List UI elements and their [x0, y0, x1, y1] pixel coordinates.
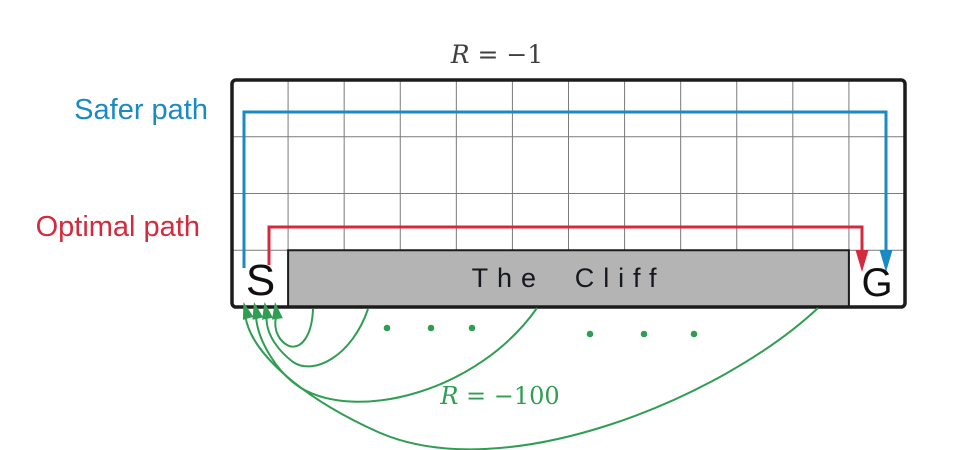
cliff-return-curve-2 [265, 308, 369, 368]
reward-value: = −100 [458, 382, 560, 410]
cliff-return-curve-1 [274, 308, 314, 348]
grid-outer-border [230, 78, 907, 309]
optimal-path-arrowhead [855, 250, 869, 272]
safer-path-arrowhead [879, 250, 893, 272]
cliff-text-label: The Cliff [471, 263, 666, 293]
reward-value: = −1 [469, 40, 544, 69]
safer-path-line [242, 110, 888, 268]
reward-per-step-label: R = −1 [397, 40, 597, 69]
reward-variable: R [440, 382, 459, 410]
ellipsis-dots [383, 324, 698, 338]
optimal-path-label: Optimal path [35, 211, 200, 243]
cliff-return-curve-4 [244, 307, 819, 450]
return-arrowhead-icon [271, 302, 283, 320]
safer-path-label: Safer path [74, 94, 208, 126]
return-arrowhead-icon [262, 302, 273, 320]
reward-variable: R [450, 40, 470, 69]
return-arrowhead-icon [242, 302, 254, 320]
start-cell-label: S [245, 256, 276, 305]
optimal-path-line [267, 225, 864, 265]
return-arrowhead-icon [252, 302, 264, 320]
goal-cell-label: G [861, 261, 893, 305]
cliff-region [287, 249, 850, 308]
cliff-return-curve-3 [255, 307, 538, 403]
reward-cliff-label: R = −100 [400, 382, 600, 410]
